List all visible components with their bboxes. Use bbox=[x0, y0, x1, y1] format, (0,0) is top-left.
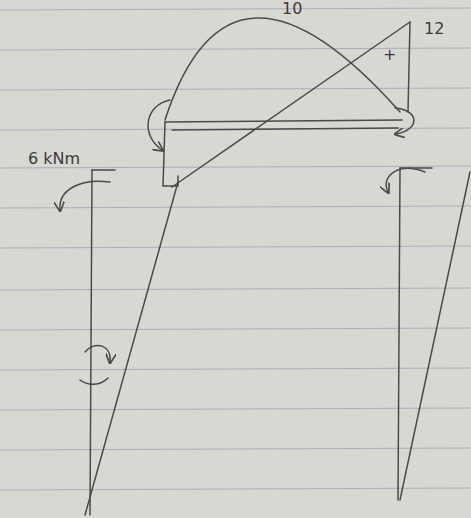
moment-value: 6 kNm bbox=[28, 150, 80, 168]
sign-mark: + bbox=[383, 46, 396, 64]
frame-sketch bbox=[60, 18, 470, 515]
peak-value: 10 bbox=[282, 0, 302, 18]
end-value: 12 bbox=[424, 20, 444, 38]
ruled-lines bbox=[0, 8, 471, 490]
